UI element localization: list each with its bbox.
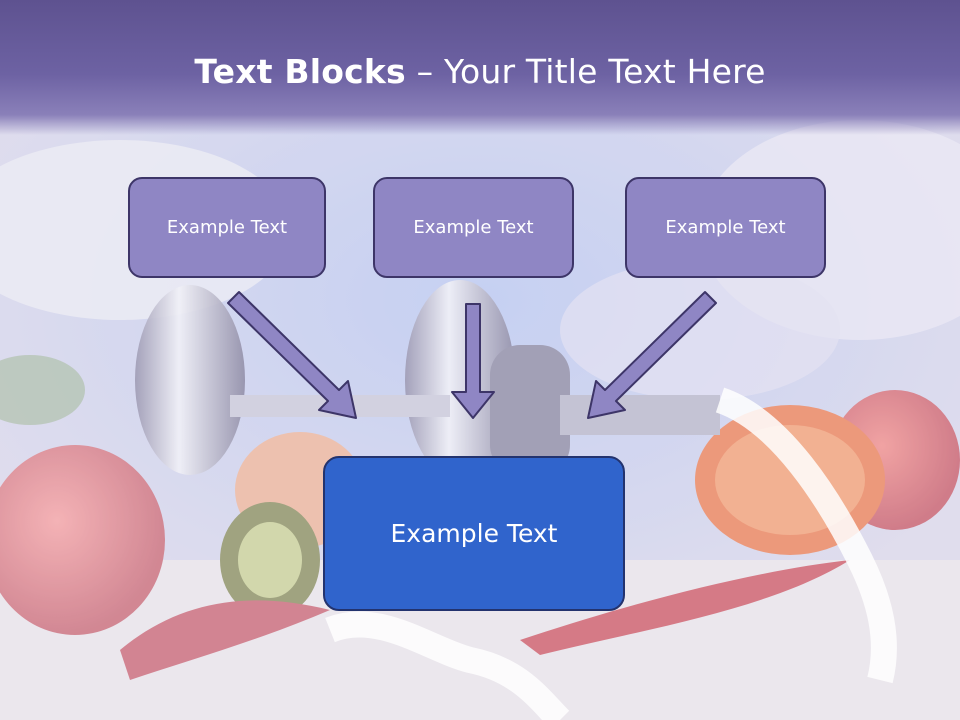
title-rest: Your Title Text Here [444, 52, 766, 91]
target-text-box[interactable]: Example Text [323, 456, 625, 611]
text-box-3-label: Example Text [665, 217, 786, 238]
text-box-2[interactable]: Example Text [373, 177, 574, 278]
text-box-3[interactable]: Example Text [625, 177, 826, 278]
text-box-1[interactable]: Example Text [128, 177, 326, 278]
text-box-1-label: Example Text [166, 217, 288, 238]
header-band [0, 0, 960, 135]
target-text-box-label: Example Text [390, 519, 558, 548]
title-dash: – [416, 52, 434, 91]
slide-title: Text Blocks – Your Title Text Here [0, 52, 960, 91]
text-box-2-label: Example Text [413, 217, 534, 238]
title-bold: Text Blocks [194, 52, 406, 91]
